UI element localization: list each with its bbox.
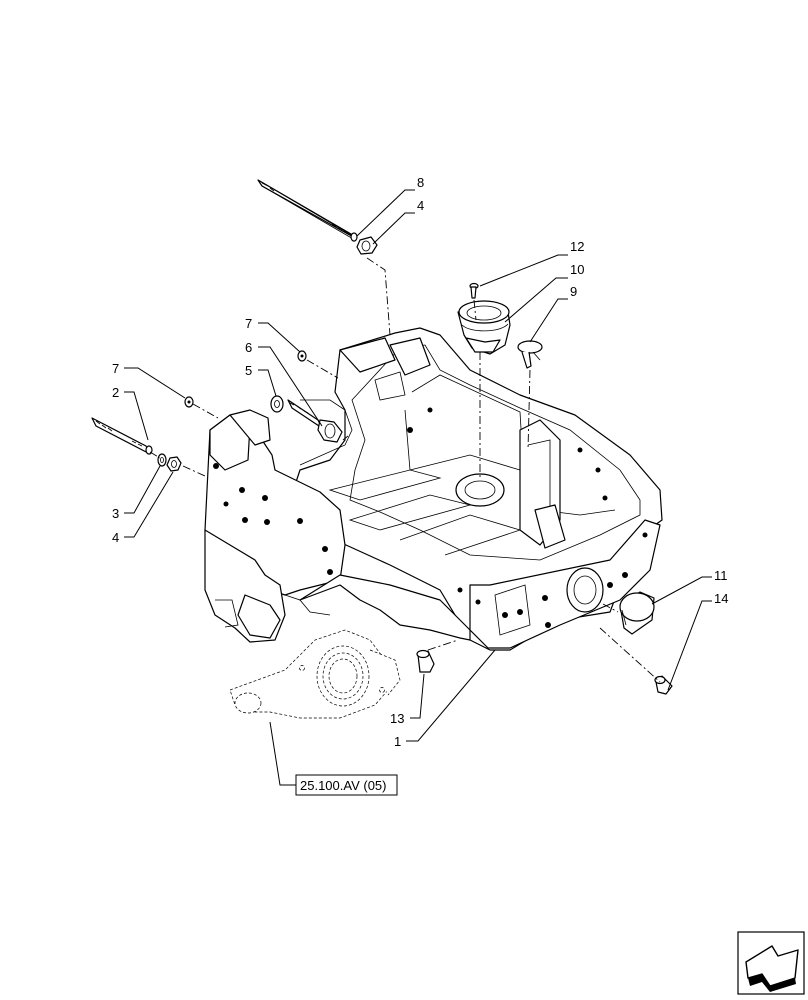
callout-9: 9	[570, 284, 577, 299]
callout-7: 7	[112, 361, 119, 376]
plug-cap-part-11	[619, 591, 655, 635]
callout-1: 1	[394, 734, 401, 749]
callout-5: 5	[245, 363, 252, 378]
callout-3: 3	[112, 506, 119, 521]
plug-part-13	[416, 649, 435, 673]
clip-part-9	[517, 340, 543, 369]
front-support-frame	[204, 327, 663, 651]
reference-link-25-100-av-05[interactable]: 25.100.AV (05)	[295, 774, 398, 796]
callout-14: 14	[714, 591, 728, 606]
bushing-collar-part-10	[457, 300, 511, 355]
callout-labels: 8 4 12 10 9 7 6 5 7 2 3 4 11 14 13 1	[112, 175, 728, 749]
nut-part-4-top	[356, 236, 378, 255]
assembly-center-lines	[149, 257, 661, 683]
callout-10: 10	[570, 262, 584, 277]
reference-box-label: 25.100.AV (05)	[300, 778, 386, 793]
callout-12: 12	[570, 239, 584, 254]
callout-13: 13	[390, 711, 404, 726]
reference-box-frame[interactable]	[295, 774, 398, 796]
callout-4: 4	[417, 198, 424, 213]
callout-leader-lines	[124, 189, 712, 786]
callout-8: 8	[417, 175, 424, 190]
callout-6: 6	[245, 340, 252, 355]
next-page-arrow-icon[interactable]	[737, 931, 805, 995]
long-bolt-part-8	[257, 179, 358, 242]
bolt-part-6	[287, 399, 343, 443]
axle-carrier-reference-ghost	[229, 629, 401, 719]
callout-7: 7	[245, 316, 252, 331]
callout-4: 4	[112, 530, 119, 545]
callout-2: 2	[112, 385, 119, 400]
callout-11: 11	[714, 568, 728, 583]
washer-part-3	[157, 453, 167, 467]
nut-part-4-left	[166, 456, 182, 472]
washer-part-5	[270, 395, 284, 413]
small-screw-part-12	[469, 282, 479, 299]
